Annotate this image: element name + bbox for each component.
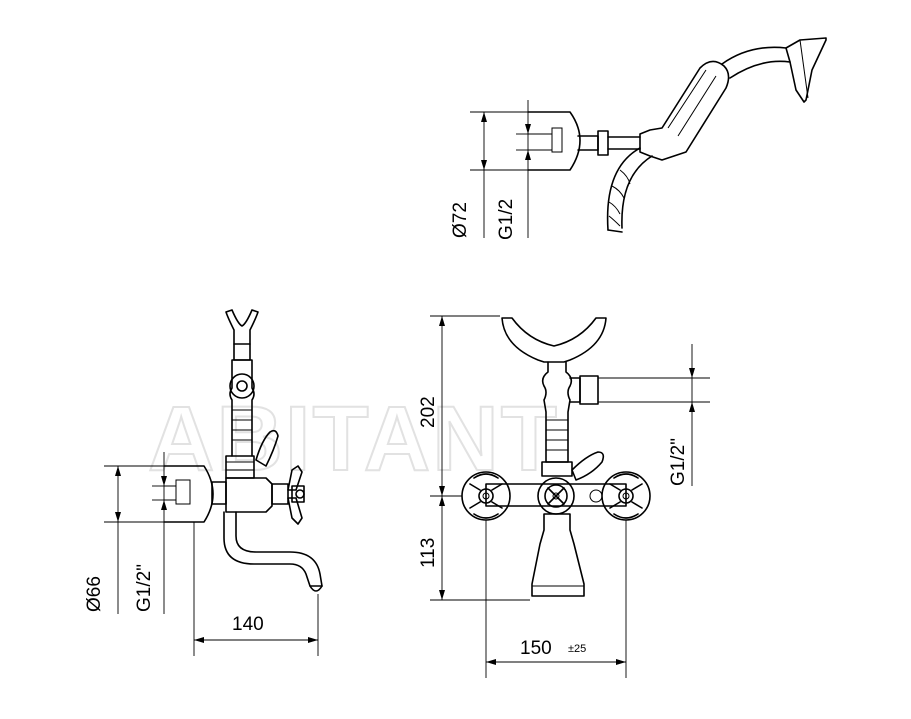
side-mixer-body bbox=[225, 477, 273, 513]
front-diverter-lever bbox=[571, 451, 605, 481]
side-thread-label: G1/2" bbox=[134, 564, 155, 612]
side-wall-flange bbox=[163, 465, 214, 523]
hand-shower-view: Ø72 G1/2 bbox=[450, 37, 827, 240]
front-view: 202 113 G1/2" 150 ±25 bbox=[418, 315, 710, 678]
side-dimensions: Ø66 G1/2" 140 bbox=[84, 452, 319, 656]
front-shower-cradle bbox=[501, 317, 607, 363]
side-projection-label: 140 bbox=[232, 614, 264, 635]
side-diverter-lever bbox=[255, 429, 279, 467]
side-view: Ø66 G1/2" 140 bbox=[84, 309, 323, 656]
side-spout bbox=[223, 511, 323, 587]
shower-bracket-slot bbox=[551, 127, 563, 153]
side-cross-handle bbox=[271, 465, 305, 525]
front-centers-tolerance-label: ±25 bbox=[568, 643, 586, 655]
front-height-bottom-label: 113 bbox=[418, 538, 439, 568]
shower-outer-diameter-label: Ø72 bbox=[450, 202, 471, 238]
watermark: ABITANT bbox=[148, 388, 559, 490]
front-centers-label: 150 bbox=[520, 638, 552, 659]
side-shower-cradle bbox=[225, 309, 259, 345]
shower-head bbox=[785, 37, 827, 103]
front-height-top-label: 202 bbox=[418, 396, 439, 428]
side-outer-diameter-label: Ø66 bbox=[84, 576, 105, 612]
shower-hose bbox=[606, 147, 653, 231]
front-outlet-thread-label: G1/2" bbox=[668, 438, 689, 486]
shower-thread-label: G1/2 bbox=[496, 199, 517, 240]
shower-wall-bracket bbox=[527, 111, 581, 171]
front-dimensions: 202 113 G1/2" 150 ±25 bbox=[418, 315, 710, 678]
shower-dimensions: Ø72 G1/2 bbox=[450, 100, 531, 240]
shower-handle bbox=[639, 60, 730, 161]
front-spout bbox=[531, 513, 585, 597]
shower-hose-nut bbox=[577, 135, 599, 151]
